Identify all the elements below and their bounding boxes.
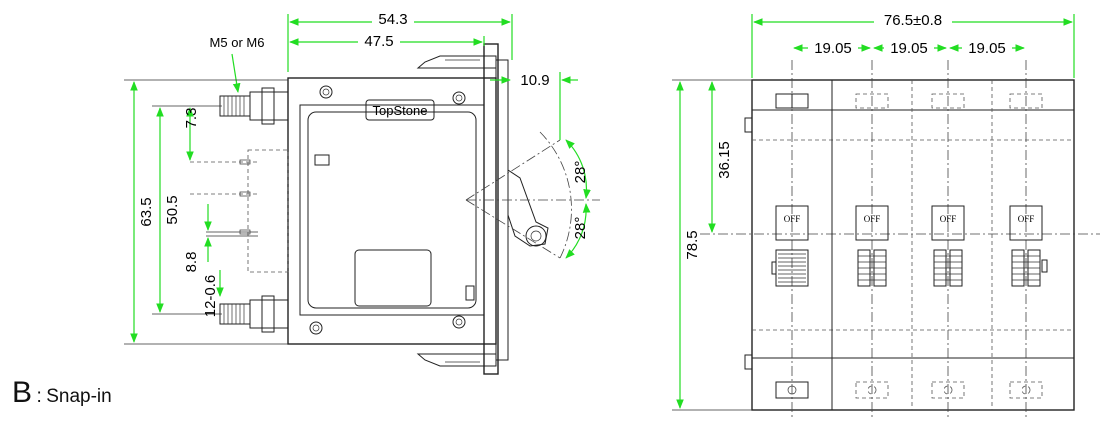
snap-clip-bottom xyxy=(416,353,497,367)
dim-terminal-pitch: 50.5 xyxy=(164,195,181,224)
dim-pole-pitch-2: 19.05 xyxy=(890,40,928,57)
screw-bottom-right xyxy=(452,315,466,329)
dim-angle-down: 28° xyxy=(572,217,589,240)
toggle-handle xyxy=(465,131,600,259)
terminal-stud-top xyxy=(219,87,289,125)
caption-letter: B xyxy=(12,376,33,409)
thread-label: M5 or M6 xyxy=(210,35,265,50)
auxiliary-pins xyxy=(190,149,289,273)
dim-angle-up: 28° xyxy=(572,161,589,184)
dim-body-width: 47.5 xyxy=(364,33,393,50)
screw-top-left xyxy=(319,85,333,99)
dim-overall-width: 54.3 xyxy=(378,11,407,28)
dim-pin-gap: 8.8 xyxy=(183,252,200,273)
dim-height-total: 63.5 xyxy=(138,197,155,226)
screw-top-right xyxy=(452,91,466,105)
dim-pole-pitch-3: 19.05 xyxy=(968,40,1006,57)
dim-panel-thickness: 12-0.6 xyxy=(202,275,219,318)
dim-handle-offset: 10.9 xyxy=(520,72,549,89)
brand-label-box xyxy=(365,99,435,121)
indicator-window xyxy=(314,154,330,166)
pole-1-off-label: OFF xyxy=(784,214,801,224)
screw-bottom-left xyxy=(309,321,323,335)
front-body-outline xyxy=(751,79,1075,411)
mounting-flange xyxy=(483,43,499,375)
rating-window xyxy=(354,249,432,307)
dim-front-overall-width: 76.5±0.8 xyxy=(884,12,942,29)
pole-1: OFF xyxy=(771,60,833,420)
pole-4-off-label: OFF xyxy=(1018,214,1035,224)
pole-3: OFF xyxy=(931,60,993,420)
side-label-panel xyxy=(307,111,477,309)
dim-handle-height: 36.15 xyxy=(716,141,733,179)
pole-4: OFF xyxy=(1009,60,1048,420)
figure-caption: B : Snap-in xyxy=(12,376,112,410)
pole-2: OFF xyxy=(855,60,913,420)
brand-label: TopStone xyxy=(373,103,428,118)
side-body-inner xyxy=(299,104,485,316)
caption-separator: : xyxy=(36,386,42,407)
side-view: TopStone xyxy=(124,10,600,375)
dim-front-height: 78.5 xyxy=(684,230,701,259)
pole-3-off-label: OFF xyxy=(940,214,957,224)
terminal-stud-bottom xyxy=(219,295,289,333)
dim-terminal-offset: 7.3 xyxy=(183,108,200,129)
snap-clip-top xyxy=(416,55,497,69)
caption-text: Snap-in xyxy=(46,386,112,407)
front-view: OFF OFF xyxy=(672,11,1100,420)
pole-2-off-label: OFF xyxy=(864,214,881,224)
dim-pole-pitch-1: 19.05 xyxy=(814,40,852,57)
